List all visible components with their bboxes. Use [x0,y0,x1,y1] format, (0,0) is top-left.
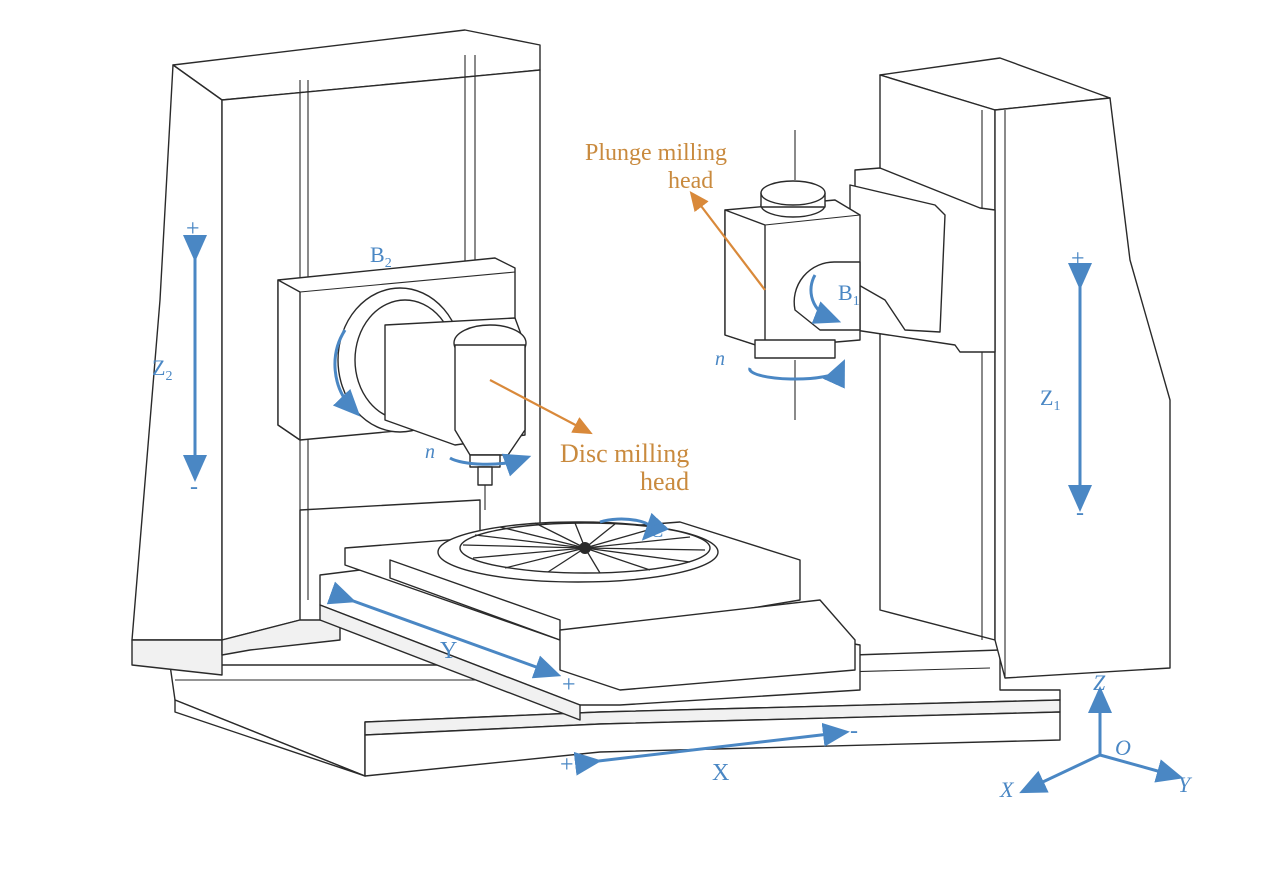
b1-rotation-arrow [809,274,842,324]
plunge-head-label-2: head [668,168,713,194]
coord-o-label: O [1115,735,1131,760]
z2-plus: + [186,216,200,242]
disc-head-label-2: head [640,467,689,496]
x-arrow [573,722,850,776]
axis-arrows [183,235,1092,776]
n-right-label: n [715,348,725,370]
z2-minus: - [190,474,198,500]
coord-z-label: Z [1093,670,1106,695]
b1-head [724,130,996,420]
b2-label: B2 [370,242,392,271]
callout-lines [489,190,766,435]
b2-rotation-arrow [332,329,361,417]
plunge-callout-line [689,190,766,291]
z2-label: Z2 [152,355,172,384]
plunge-head-label-1: Plunge milling [585,140,727,166]
x-axis-label: X [712,760,729,786]
b1-label: B1 [838,280,860,309]
z1-label: Z1 [1040,385,1060,414]
n-left-rotation [449,453,532,477]
labels: Plunge milling head Disc milling head B2… [152,140,1193,802]
c-rotation [599,512,670,541]
n-right-rotation [748,359,845,389]
x-minus: - [850,718,858,744]
y-axis-label: Y [440,638,457,664]
y-plus: + [562,672,576,698]
y-arrow [326,581,562,679]
right-column [879,57,1171,679]
x-plus: + [560,752,574,778]
disc-callout-line [489,379,593,435]
t-slot-lines [462,522,706,574]
y-minus: - [335,582,343,608]
coord-y-label: Y [1178,772,1193,797]
coordinate-system [1019,686,1184,794]
z1-plus: + [1071,246,1085,272]
coord-x-label: X [999,777,1015,802]
disc-head-label-1: Disc milling [560,439,689,468]
n-left-label: n [425,441,435,463]
z1-minus: - [1076,500,1084,526]
c-label: C [650,520,663,542]
